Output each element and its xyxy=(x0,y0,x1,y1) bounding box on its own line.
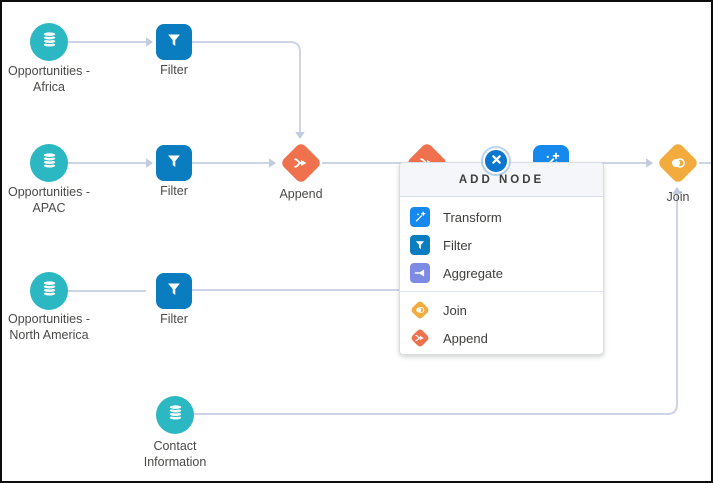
append-icon xyxy=(286,148,316,178)
join-icon xyxy=(410,300,430,320)
database-icon xyxy=(164,401,187,429)
database-icon xyxy=(38,149,61,177)
node-label-opportunities-africa: Opportunities -Africa xyxy=(8,64,90,94)
menu-item-label: Append xyxy=(443,330,488,346)
close-icon xyxy=(491,152,502,170)
menu-item-aggregate[interactable]: Aggregate xyxy=(400,259,603,287)
node-label-opportunities-apac: Opportunities -APAC xyxy=(8,185,90,215)
menu-item-label: Join xyxy=(443,302,467,318)
menu-item-transform[interactable]: Transform xyxy=(400,203,603,231)
dataset-node-opportunities-africa[interactable] xyxy=(30,23,68,61)
transform-icon xyxy=(410,207,430,227)
filter-icon xyxy=(163,29,185,56)
popup-title: ADD NODE xyxy=(458,173,545,186)
filter-node-1[interactable] xyxy=(156,24,192,60)
node-label-filter-2: Filter xyxy=(160,184,188,198)
filter-icon xyxy=(163,150,185,177)
dataset-node-contact-information[interactable] xyxy=(156,396,194,434)
node-label-join: Join xyxy=(666,190,690,204)
filter-node-2[interactable] xyxy=(156,145,192,181)
dataset-node-opportunities-north-america[interactable] xyxy=(30,272,68,310)
filter-icon xyxy=(163,278,185,305)
node-label-opportunities-north-america: Opportunities -North America xyxy=(8,312,90,342)
database-icon xyxy=(38,28,61,56)
menu-item-filter[interactable]: Filter xyxy=(400,231,603,259)
node-label-filter-1: Filter xyxy=(160,63,188,77)
join-icon xyxy=(663,148,693,178)
menu-item-append[interactable]: Append xyxy=(400,324,603,352)
append-node[interactable] xyxy=(279,141,323,185)
menu-item-label: Aggregate xyxy=(443,265,503,281)
menu-item-label: Transform xyxy=(443,209,502,225)
node-label-append: Append xyxy=(279,187,323,201)
add-node-menu: Transform Filter Aggregate Join Append xyxy=(400,197,603,352)
filter-icon xyxy=(410,235,430,255)
append-icon xyxy=(410,328,430,348)
menu-divider xyxy=(400,291,603,292)
close-popup-button[interactable] xyxy=(483,148,509,174)
menu-item-join[interactable]: Join xyxy=(400,296,603,324)
aggregate-icon xyxy=(410,263,430,283)
add-node-popup: ADD NODE Transform Filter Aggregate Join xyxy=(399,162,604,355)
menu-item-label: Filter xyxy=(443,237,472,253)
node-label-filter-3: Filter xyxy=(160,312,188,326)
database-icon xyxy=(38,277,61,305)
filter-node-3[interactable] xyxy=(156,273,192,309)
join-node[interactable] xyxy=(656,141,700,185)
dataset-node-opportunities-apac[interactable] xyxy=(30,144,68,182)
